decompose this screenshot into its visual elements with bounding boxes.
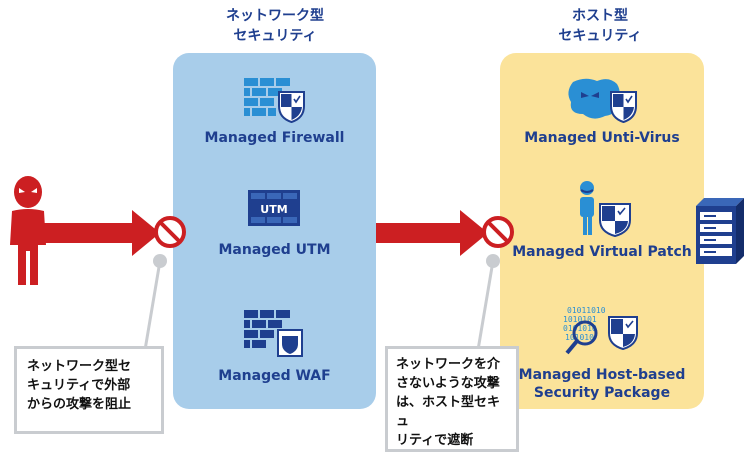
host-security-title: ホスト型 セキュリティ	[520, 6, 680, 46]
host-title-line1: ホスト型	[572, 8, 628, 24]
managed-utm-label: Managed UTM	[218, 242, 331, 258]
host-note-line3: は、ホスト型セキュ	[396, 395, 501, 429]
managed-unti-virus-label: Managed Unti-Virus	[524, 130, 680, 146]
managed-firewall-label: Managed Firewall	[204, 130, 345, 146]
network-note-box: ネットワーク型セ キュリティで外部 からの攻撃を阻止	[14, 346, 164, 434]
network-note-line1: ネットワーク型セ	[27, 359, 132, 374]
host-note-box: ネットワークを介 さないような攻撃 は、ホスト型セキュ リティで遮断	[385, 346, 519, 452]
host-note-line4: リティで遮断	[396, 433, 474, 448]
server-icon	[696, 198, 744, 264]
host-note-line1: ネットワークを介	[396, 357, 501, 372]
host-based-line1: Managed Host-based	[518, 367, 686, 383]
svg-text:1010101: 1010101	[563, 315, 597, 324]
utm-icon-text: UTM	[260, 203, 287, 216]
svg-text:0101010: 0101010	[563, 324, 597, 333]
utm-icon: UTM	[248, 190, 300, 226]
host-title-line2: セキュリティ	[558, 28, 642, 44]
person-patch-icon	[580, 181, 631, 238]
managed-waf-label: Managed WAF	[218, 368, 331, 384]
host-based-line2: Security Package	[533, 385, 671, 401]
firewall-icon	[244, 78, 305, 124]
managed-host-based-label: Managed Host-based Security Package	[500, 366, 704, 402]
callout-connector	[476, 254, 500, 351]
block-sign-icon	[154, 216, 186, 248]
svg-text:101010: 101010	[565, 333, 594, 342]
network-title-line1: ネットワーク型	[226, 8, 324, 24]
callout-connector	[143, 254, 167, 351]
virus-icon	[568, 78, 637, 124]
network-title-line2: セキュリティ	[233, 28, 317, 44]
network-note-line3: からの攻撃を阻止	[27, 397, 132, 412]
waf-icon	[244, 310, 303, 357]
block-sign-icon	[482, 216, 514, 248]
network-security-title: ネットワーク型 セキュリティ	[195, 6, 355, 46]
svg-text:01011010: 01011010	[567, 306, 606, 315]
binary-magnifier-icon: 01011010 1010101 0101010 101010	[563, 306, 638, 355]
network-note-line2: キュリティで外部	[27, 378, 131, 393]
managed-virtual-patch-label: Managed Virtual Patch	[512, 244, 692, 260]
host-note-line2: さないような攻撃	[396, 376, 500, 391]
attack-arrow-middle	[376, 210, 488, 256]
attack-arrow-left	[32, 210, 160, 256]
